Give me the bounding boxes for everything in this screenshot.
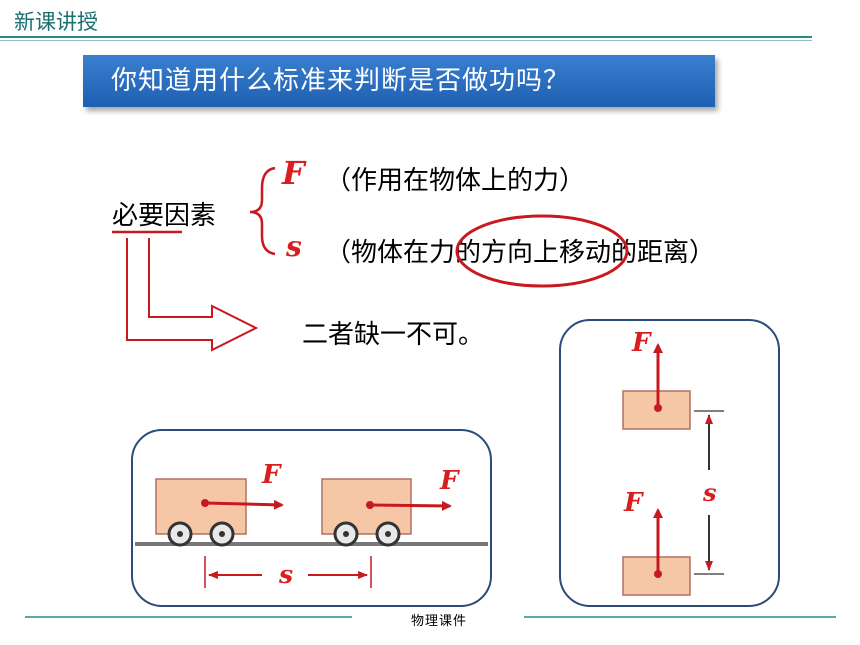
distance-description: （物体在力的方向上移动的距离） bbox=[325, 238, 716, 268]
wheel-icon bbox=[333, 521, 359, 547]
force-label-cart-1: F bbox=[262, 460, 281, 490]
force-arrow bbox=[369, 500, 452, 511]
force-arrow bbox=[204, 499, 284, 510]
question-banner: 你知道用什么标准来判断是否做功吗？ bbox=[83, 55, 715, 107]
horizontal-motion-panel bbox=[131, 429, 492, 607]
section-tag: 新课讲授 bbox=[14, 10, 98, 34]
wheel-icon bbox=[375, 521, 401, 547]
distance-symbol: s bbox=[286, 230, 302, 263]
header-divider bbox=[0, 36, 812, 38]
force-label-top: F bbox=[632, 328, 651, 358]
vertical-motion-panel bbox=[559, 319, 780, 607]
highlight-ellipse bbox=[455, 214, 629, 288]
conclusion-text: 二者缺一不可。 bbox=[302, 320, 485, 350]
distance-label-horizontal: s bbox=[279, 560, 294, 589]
force-label-bottom: F bbox=[624, 488, 643, 518]
factors-label: 必要因素 bbox=[112, 201, 217, 231]
connector-arrow bbox=[126, 238, 259, 352]
cart-1 bbox=[155, 478, 247, 535]
wheel-icon bbox=[209, 521, 235, 547]
footer-text: 物理课件 bbox=[411, 614, 468, 629]
wheel-icon bbox=[167, 521, 193, 547]
header-divider-thin bbox=[0, 40, 812, 41]
force-symbol: F bbox=[282, 154, 305, 192]
curly-brace bbox=[249, 166, 276, 256]
force-description: （作用在物体上的力） bbox=[325, 166, 586, 196]
distance-label-vertical: s bbox=[703, 478, 717, 507]
force-label-cart-2: F bbox=[440, 466, 459, 496]
